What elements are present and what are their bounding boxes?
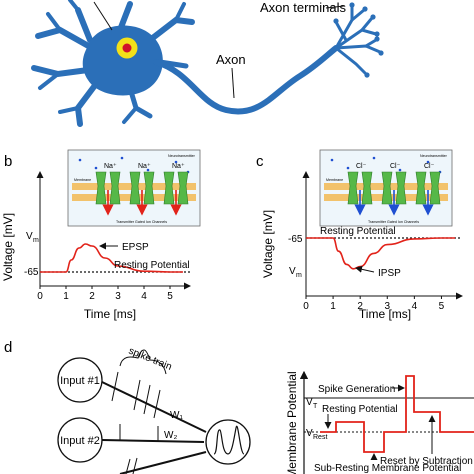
input-node-1: [57, 357, 103, 403]
svg-text:V: V: [306, 428, 313, 439]
resting-potential-label: Resting Potential: [322, 404, 398, 415]
panel-b-x-ticks: 0 1 2 3 4 5: [37, 286, 173, 302]
spike-train-ticks: [111, 371, 161, 474]
x-tick-label: 5: [167, 291, 173, 302]
svg-text:V: V: [306, 397, 313, 408]
panel-b-ion-label-1: Na⁺: [104, 163, 117, 170]
panel-b-ion-label-3: Na⁺: [172, 163, 185, 170]
panel-b-ion-label-2: Na⁺: [138, 163, 151, 170]
panel-c-letter: c: [256, 153, 264, 170]
panel-c-inset-membrane: Membrane: [326, 178, 343, 182]
panel-d-letter: d: [4, 339, 12, 356]
svg-text:Rest: Rest: [313, 434, 327, 441]
x-tick-label: 3: [115, 291, 121, 302]
synapse-line-1: [101, 381, 207, 433]
label-axon: Axon: [216, 52, 246, 67]
weight-label-1: W₁: [170, 410, 183, 421]
panel-c-inset-channels: Transmitter Gated Ion Channels: [368, 220, 419, 224]
panel-b-inset: Na⁺ Na⁺ Na⁺ Neurotransmitter Membrane Tr…: [67, 149, 201, 227]
panel-c-ion-label-3: Cl⁻: [424, 163, 435, 170]
input-node-2-label: Input #2: [60, 435, 100, 447]
x-tick-label: 0: [37, 291, 43, 302]
dendrites: [31, 0, 195, 127]
panel-b-epsp-label: EPSP: [122, 242, 149, 253]
panel-b-letter: b: [4, 153, 12, 170]
panel-d-y-label: Membrane Potential: [285, 371, 299, 474]
reset-label: Reset by Subtraction: [380, 456, 473, 467]
x-tick-label: 0: [303, 301, 309, 312]
panel-c-y-label: Voltage [mV]: [261, 210, 275, 278]
x-tick-label: 4: [141, 291, 147, 302]
x-tick-label: 2: [89, 291, 95, 302]
panel-b-neurotransmitter-dots: [78, 156, 190, 174]
panel-b-x-label: Time [ms]: [84, 307, 136, 321]
panel-b-inset-neurotransmitter: Neurotransmitter: [168, 154, 196, 158]
x-tick-label: 1: [330, 301, 336, 312]
svg-text:V: V: [26, 231, 33, 242]
spike-train-label: spike train: [127, 346, 173, 373]
soma: [82, 25, 163, 96]
membrane-potential-trace: [320, 375, 474, 453]
spike-train-brace: [119, 349, 167, 375]
nucleolus: [122, 43, 132, 53]
sub-resting-label: Sub-Resting Membrane Potential: [314, 463, 461, 474]
weight-label-2: W₂: [164, 430, 177, 441]
axon-pointer: [231, 67, 235, 99]
axon: [153, 45, 339, 115]
panel-c-inset-neurotransmitter: Neurotransmitter: [420, 154, 448, 158]
output-neuron-waveform: [213, 425, 245, 455]
input-node-1-label: Input #1: [60, 375, 100, 387]
panel-b-y-label: Voltage [mV]: [1, 213, 15, 281]
x-tick-label: 2: [357, 301, 363, 312]
axon-terminals-pointer: [325, 5, 345, 9]
synaptic-boutons: [333, 2, 384, 78]
svg-text:V: V: [289, 266, 296, 277]
panel-c-ion-channels: [347, 171, 441, 205]
panel-b-ion-channels: [95, 171, 189, 205]
panel-c-ipsp-arrow: [355, 265, 375, 273]
panel-c-inset: Cl⁻ Cl⁻ Cl⁻ Neurotransmitter Membrane Tr…: [319, 149, 453, 227]
output-neuron-node: [205, 419, 251, 465]
panel-c-ion-label-1: Cl⁻: [356, 163, 367, 170]
panel-b-inset-channels: Transmitter Gated Ion Channels: [116, 220, 167, 224]
svg-text:m: m: [33, 237, 39, 244]
panel-c-ipsp-label: IPSP: [378, 268, 401, 279]
panel-b: b Na⁺ Na⁺ Na⁺ Neurot: [1, 149, 201, 321]
svg-text:m: m: [296, 272, 302, 279]
synapse-line-2: [101, 439, 205, 443]
panel-d: d Input #1 Input #2 spike train W₁ W₂ Me…: [4, 339, 474, 474]
spike-generation-label: Spike Generation: [318, 384, 395, 395]
x-tick-label: 4: [412, 301, 418, 312]
axon-terminal-branches: [334, 4, 382, 76]
panel-b-epsp-trace: [40, 243, 183, 273]
x-tick-label: 1: [63, 291, 69, 302]
panel-c-x-label: Time [ms]: [359, 307, 411, 321]
panel-c-ipsp-trace: [305, 237, 455, 270]
panel-b-ytick-rest: -65: [24, 267, 39, 278]
label-pointer-line: [93, 1, 113, 31]
panel-c-ion-label-2: Cl⁻: [390, 163, 401, 170]
svg-text:T: T: [313, 403, 318, 410]
x-tick-label: 5: [439, 301, 445, 312]
panel-c: c Cl⁻ Cl⁻ Cl⁻ Neurot: [256, 149, 463, 321]
panel-b-rest-label: Resting Potential: [114, 260, 190, 271]
synapse-line-3: [119, 451, 207, 474]
x-tick-label: 3: [384, 301, 390, 312]
panel-c-ytick-rest: -65: [288, 234, 303, 245]
panel-b-inset-membrane: Membrane: [74, 178, 91, 182]
panel-c-rest-label: Resting Potential: [320, 226, 396, 237]
label-axon-terminals: Axon terminals: [260, 0, 346, 15]
neuron-illustration: Axon terminals Axon: [31, 0, 384, 127]
